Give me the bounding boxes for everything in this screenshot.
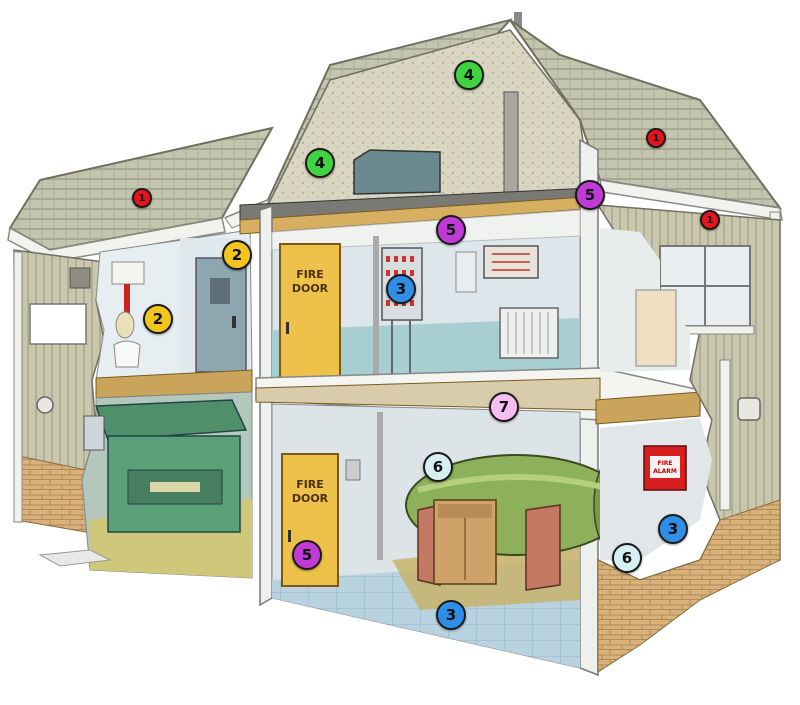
marker-2[interactable]: 2 (222, 240, 252, 270)
marker-5[interactable]: 5 (436, 215, 466, 245)
radiator (499, 307, 559, 359)
marker-5[interactable]: 5 (292, 540, 322, 570)
fire-door-upper-text-1: FIRE (296, 268, 324, 281)
fire-door-lower-text-2: DOOR (292, 492, 329, 505)
marker-3[interactable]: 3 (436, 600, 466, 630)
marker-6[interactable]: 6 (612, 543, 642, 573)
marker-3[interactable]: 3 (658, 514, 688, 544)
attic-tank (353, 149, 441, 195)
marker-4[interactable]: 4 (305, 148, 335, 178)
marker-4[interactable]: 4 (454, 60, 484, 90)
marker-3[interactable]: 3 (386, 274, 416, 304)
fire-door-upper-text-2: DOOR (292, 282, 329, 295)
marker-1[interactable]: 1 (132, 188, 152, 208)
fire-alarm-text-1: FIRE (657, 460, 672, 467)
marker-7[interactable]: 7 (489, 392, 519, 422)
fire-alarm-text-2: ALARM (653, 468, 677, 475)
fire-door-upper (279, 243, 341, 381)
interior-door-upper-left (195, 257, 247, 373)
marker-6[interactable]: 6 (423, 452, 453, 482)
marker-1[interactable]: 1 (646, 128, 666, 148)
marker-5[interactable]: 5 (575, 180, 605, 210)
fire-door-lower-text-1: FIRE (296, 478, 324, 491)
marker-1[interactable]: 1 (700, 210, 720, 230)
marker-2[interactable]: 2 (143, 304, 173, 334)
